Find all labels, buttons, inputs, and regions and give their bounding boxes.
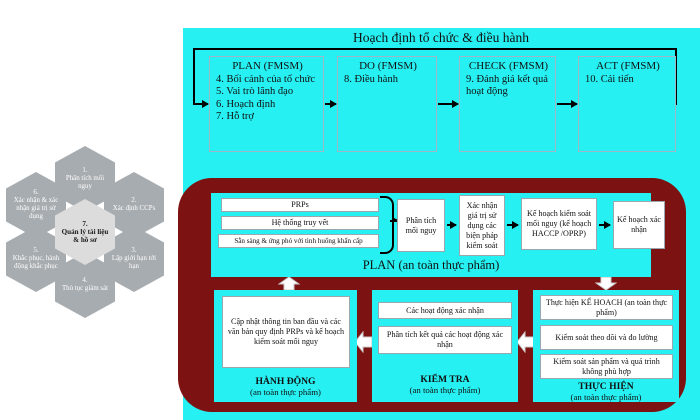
top-box-plan-line-2: 5. Vai trò lãnh đạo: [216, 86, 294, 98]
plan-box-verification-plan: Kế hoạch xác nhận: [613, 201, 665, 249]
pdca-loop-left-stub: [193, 103, 205, 105]
top-box-act-line-1: 10. Cải tiến: [585, 73, 634, 85]
top-box-plan-line-1: 4. Bối cảnh của tổ chức: [216, 73, 315, 85]
hexagon-step-6: 6.Xác nhận & xác nhận giá trị sử dụng: [6, 172, 66, 238]
plan-box-traceability: Hệ thống truy vết: [221, 216, 379, 230]
top-box-do-line-1: 8. Điều hành: [344, 73, 398, 85]
plan-box-prps: PRPs: [221, 198, 379, 212]
plan-box-prps-label: PRPs: [291, 200, 309, 209]
plan-box-validation: Xác nhận giá trị sử dụng các biện pháp k…: [459, 195, 505, 256]
check-box-verification-activities: Các hoạt động xác nhận: [378, 302, 512, 319]
curly-brace-icon: [380, 196, 394, 254]
plan-box-hazard-analysis: Phân tích mối nguy: [397, 199, 445, 252]
act-column-label-line1: HÀNH ĐỘNG: [255, 376, 316, 387]
check-box-analysis-results-label: Phân tích kết quả các hoạt động xác nhận: [386, 330, 504, 349]
act-column-label: HÀNH ĐỘNG (an toàn thực phẩm): [214, 376, 357, 398]
top-box-do-header: DO (FMSM): [359, 60, 417, 72]
pdca-loop-top-line: [193, 48, 677, 50]
hexagon-label: 7.Quản lý tài liệu & hồ sơ: [61, 219, 109, 245]
top-box-act-header: ACT (FMSM): [596, 60, 660, 72]
hexagon-label: 2.Xác định CCPs: [112, 196, 156, 212]
arrow-right-icon: [325, 100, 337, 108]
do-box-implement-plan: Thực hiện KẾ HOACH (an toàn thực phẩm): [540, 295, 673, 320]
plan-box-traceability-label: Hệ thống truy vết: [271, 218, 329, 227]
plan-box-validation-label: Xác nhận giá trị sử dụng các biện pháp k…: [466, 200, 498, 250]
do-column-label-line1: THỰC HIỆN: [578, 381, 634, 392]
pdca-loop-left-line: [193, 48, 195, 105]
act-box-update-info-label: Cập nhật thông tin ban đầu và các văn bả…: [227, 317, 345, 346]
plan-band-label: PLAN (an toàn thực phẩm): [362, 258, 500, 272]
plan-box-haccp-plan-label: Kế hoạch kiểm soát mối nguy (kế hoạch HA…: [526, 209, 592, 238]
check-column-label: KIỂM TRA (an toàn thực phẩm): [372, 374, 518, 396]
plan-box-verification-plan-label: Kế hoạch xác nhận: [616, 215, 662, 234]
act-box-update-info: Cập nhật thông tin ban đầu và các văn bả…: [222, 296, 350, 368]
arrow-left-icon: [355, 331, 373, 353]
arrow-right-icon: [507, 221, 519, 229]
do-column-label-line2: (an toàn thực phẩm): [570, 392, 642, 402]
arrow-down-icon: [595, 277, 617, 291]
top-box-check-header: CHECK (FMSM): [468, 60, 549, 72]
hexagon-step-7-center: 7.Quản lý tài liệu & hồ sơ: [55, 199, 115, 265]
do-box-monitoring-measurement-label: Kiểm soát theo dõi và đo lường: [555, 332, 658, 342]
hexagon-label: 3.Lập giới hạn tới hạn: [111, 246, 157, 271]
top-box-act: ACT (FMSM) 10. Cải tiến: [578, 56, 676, 152]
check-column-label-line2: (an toàn thực phẩm): [409, 385, 481, 395]
do-box-monitoring-measurement: Kiểm soát theo dõi và đo lường: [540, 325, 673, 350]
haccp-hexagon-cluster: 1.Phân tích mối nguy 2.Xác định CCPs 3.L…: [4, 146, 174, 318]
plan-box-emergency-label: Sẵn sàng & ứng phó với tình huống khẩn c…: [234, 236, 363, 245]
top-box-plan: PLAN (FMSM) 4. Bối cảnh của tổ chức 5. V…: [209, 56, 324, 152]
check-box-analysis-results: Phân tích kết quả các hoạt động xác nhận: [378, 326, 512, 354]
hexagon-label: 6.Xác nhận & xác nhận giá trị sử dụng: [13, 188, 59, 221]
top-box-plan-header: PLAN (FMSM): [232, 60, 303, 72]
check-column-label-line1: KIỂM TRA: [420, 374, 470, 385]
arrow-up-icon: [278, 277, 300, 291]
arrow-right-icon: [390, 217, 398, 223]
top-box-do: DO (FMSM) 8. Điều hành: [337, 56, 437, 152]
check-box-verification-activities-label: Các hoạt động xác nhận: [406, 305, 484, 315]
top-box-plan-line-3: 6. Hoạch định: [216, 98, 276, 110]
pdca-loop-right-line: [675, 48, 677, 105]
arrow-right-icon: [438, 100, 459, 108]
plan-box-emergency: Sẵn sàng & ứng phó với tình huống khẩn c…: [218, 234, 379, 248]
page-title: Hoạch định tổ chức & điều hành: [352, 30, 530, 45]
arrow-right-icon: [599, 221, 611, 229]
do-column-label: THỰC HIỆN (an toàn thực phẩm): [533, 381, 679, 403]
top-box-check-line-1: 9. Đánh giá kết quả hoạt động: [466, 73, 548, 98]
top-box-plan-line-4: 7. Hỗ trợ: [216, 111, 254, 123]
arrow-right-icon: [447, 221, 457, 229]
plan-box-hazard-analysis-label: Phân tích mối nguy: [405, 215, 437, 235]
hexagon-label: 1.Phân tích mối nguy: [65, 166, 105, 191]
hexagon-label: 4.Thủ tục giảm sát: [61, 276, 109, 292]
do-box-nonconforming-control-label: Kiểm soát sản phẩm và quá trình không ph…: [553, 356, 660, 376]
hexagon-label: 5.Khắc phục, hành động khắc phục: [12, 246, 60, 271]
top-box-check: CHECK (FMSM) 9. Đánh giá kết quả hoạt độ…: [459, 56, 556, 152]
plan-box-haccp-plan: Kế hoạch kiểm soát mối nguy (kế hoạch HA…: [521, 198, 597, 250]
do-box-nonconforming-control: Kiểm soát sản phẩm và quá trình không ph…: [540, 354, 673, 379]
arrow-right-icon: [557, 100, 578, 108]
do-box-implement-plan-label: Thực hiện KẾ HOACH (an toàn thực phẩm): [545, 297, 668, 317]
act-column-label-line2: (an toàn thực phẩm): [250, 387, 321, 397]
